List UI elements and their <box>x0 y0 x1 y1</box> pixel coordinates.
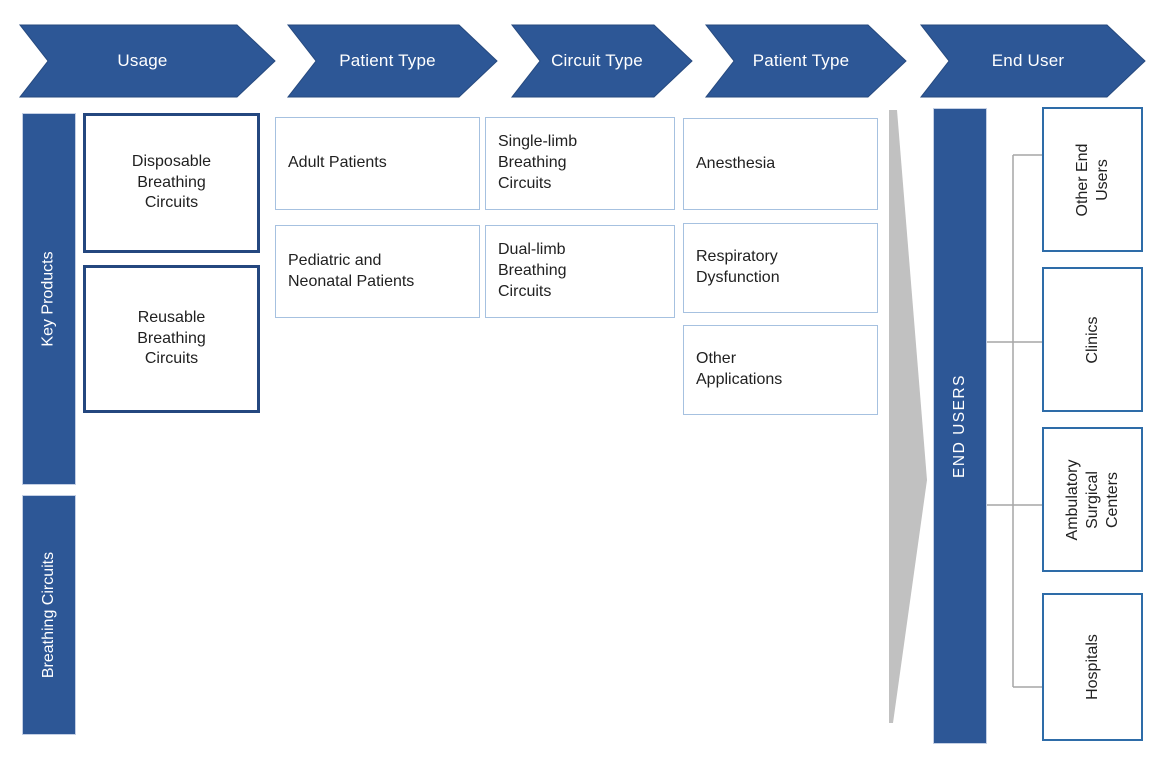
header-patient-type-1: Patient Type <box>339 51 436 70</box>
box-ambulatory-surgical-centers-label: Ambulatory Surgical Centers <box>1063 459 1121 540</box>
chevron-end-user <box>919 24 1146 98</box>
box-clinics: Clinics <box>1042 267 1143 412</box>
box-hospitals: Hospitals <box>1042 593 1143 741</box>
chevron-patient-type-1 <box>286 24 498 98</box>
box-hospitals-label: Hospitals <box>1083 634 1101 700</box>
box-dual-limb-breathing-circuits: Dual-limb Breathing Circuits <box>485 225 675 318</box>
header-end-user: End User <box>991 51 1065 70</box>
header-circuit-type: Circuit Type <box>551 51 643 70</box>
box-disposable-breathing-circuits-label: Disposable Breathing Circuits <box>131 152 212 212</box>
rail-key-products-label: Key Products <box>40 251 57 347</box>
box-dual-limb-breathing-circuits-label: Dual-limb Breathing Circuits <box>498 241 567 300</box>
box-respiratory-dysfunction: Respiratory Dysfunction <box>683 223 878 313</box>
chevron-patient-type-2 <box>704 24 907 98</box>
box-reusable-breathing-circuits: Reusable Breathing Circuits <box>83 265 260 413</box>
box-clinics-label: Clinics <box>1083 315 1101 364</box>
connector-lines <box>977 154 1043 688</box>
rail-breathing-circuits-label: Breathing Circuits <box>40 551 57 679</box>
box-reusable-breathing-circuits-label: Reusable Breathing Circuits <box>137 308 206 368</box>
box-single-limb-breathing-circuits-label: Single-limb Breathing Circuits <box>498 133 578 192</box>
chevron-usage <box>18 24 276 98</box>
box-anesthesia-label: Anesthesia <box>696 154 776 172</box>
box-disposable-breathing-circuits: Disposable Breathing Circuits <box>83 113 260 253</box>
box-anesthesia: Anesthesia <box>683 118 878 210</box>
box-other-applications-label: Other Applications <box>696 350 783 388</box>
rail-key-products: Key Products <box>22 113 76 485</box>
box-other-applications: Other Applications <box>683 325 878 415</box>
box-ambulatory-surgical-centers: Ambulatory Surgical Centers <box>1042 427 1143 572</box>
rail-breathing-circuits: Breathing Circuits <box>22 495 76 735</box>
header-patient-type-2: Patient Type <box>752 51 850 70</box>
box-pediatric-neonatal-patients: Pediatric and Neonatal Patients <box>275 225 480 318</box>
box-other-end-users: Other End Users <box>1042 107 1143 252</box>
box-adult-patients-label: Adult Patients <box>288 154 387 172</box>
box-adult-patients: Adult Patients <box>275 117 480 210</box>
chevron-circuit-type <box>510 24 693 98</box>
header-usage: Usage <box>117 51 168 70</box>
end-users-bar: END USERS <box>933 108 987 744</box>
box-other-end-users-label: Other End Users <box>1073 143 1111 216</box>
box-pediatric-neonatal-patients-label: Pediatric and Neonatal Patients <box>288 251 415 290</box>
funnel-shape <box>889 110 927 723</box>
end-users-bar-label: END USERS <box>951 374 968 478</box>
box-single-limb-breathing-circuits: Single-limb Breathing Circuits <box>485 117 675 210</box>
box-respiratory-dysfunction-label: Respiratory Dysfunction <box>696 248 780 286</box>
